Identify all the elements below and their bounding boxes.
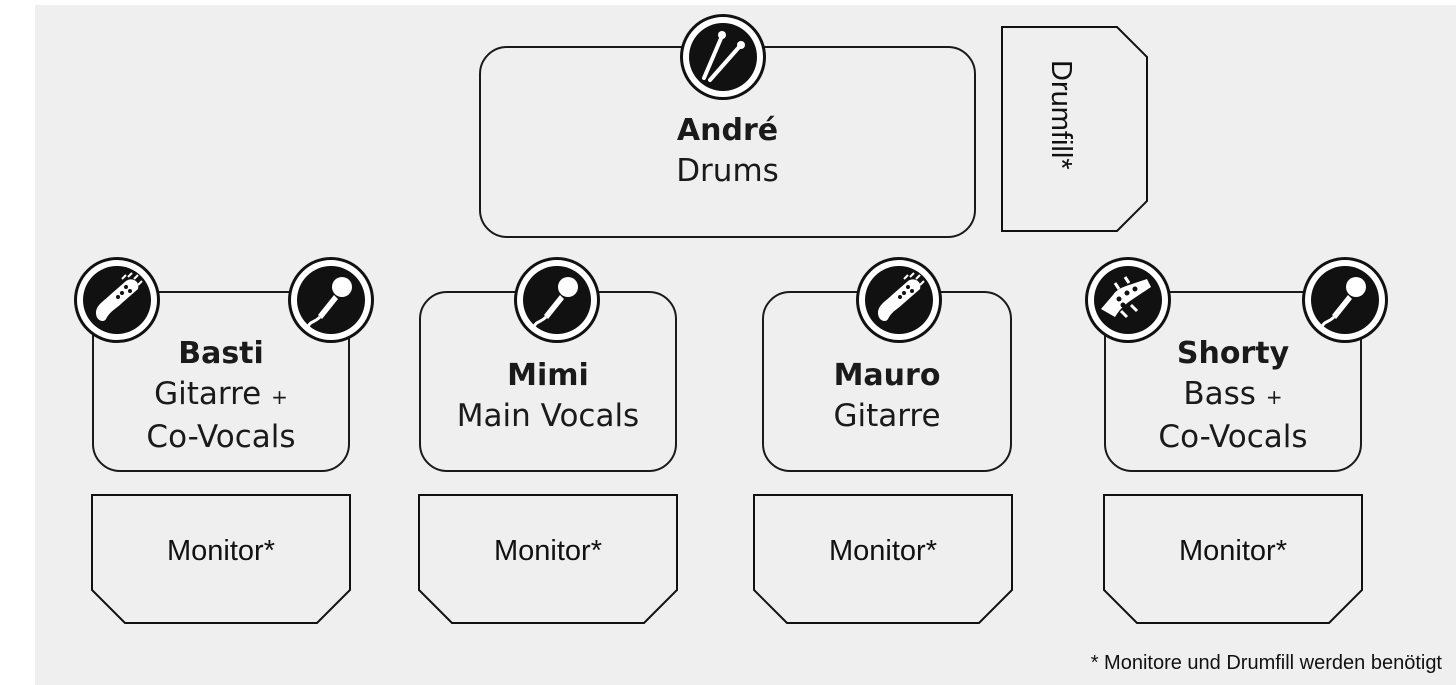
- drummer-role: Drums: [676, 153, 779, 189]
- monitor-label-basti: Monitor*: [167, 535, 275, 567]
- guitar-headstock-icon: [74, 257, 160, 343]
- musician-role-line2: Co-Vocals: [1158, 419, 1308, 455]
- role-line1: Gitarre: [154, 376, 262, 412]
- monitor-shape-basti: [91, 494, 351, 624]
- drummer-name: André: [676, 113, 779, 148]
- musician-role-line2: Co-Vocals: [146, 419, 296, 455]
- musician-name: Mimi: [507, 357, 589, 393]
- monitor-label-shorty: Monitor*: [1179, 535, 1287, 567]
- microphone-icon: [514, 257, 600, 343]
- guitar-headstock-icon: [856, 257, 942, 343]
- bass-headstock-icon: [1085, 257, 1171, 343]
- monitor-shape-mimi: [418, 494, 678, 624]
- musician-name: Basti: [178, 336, 264, 371]
- monitor-shape-shorty: [1103, 494, 1363, 624]
- monitor-label-mimi: Monitor*: [494, 535, 602, 567]
- footnote: * Monitore und Drumfill werden benötigt: [1090, 652, 1442, 674]
- drumfill-shape: [1001, 26, 1148, 232]
- plus-sign: +: [1265, 385, 1283, 409]
- musician-role: Bass +: [1183, 374, 1282, 417]
- musician-role: Gitarre +: [154, 374, 288, 417]
- monitor-label-mauro: Monitor*: [829, 535, 937, 567]
- musician-name: Mauro: [833, 357, 941, 393]
- drumfill-label: Drumfill*: [1045, 60, 1077, 170]
- drumsticks-icon: [680, 14, 766, 100]
- microphone-icon: [288, 257, 374, 343]
- monitor-shape-mauro: [753, 494, 1013, 624]
- musician-role: Main Vocals: [456, 397, 640, 434]
- role-line1: Bass: [1183, 376, 1256, 412]
- musician-name: Shorty: [1176, 336, 1290, 371]
- microphone-icon: [1302, 257, 1388, 343]
- musician-role: Gitarre: [833, 397, 941, 434]
- plus-sign: +: [271, 385, 288, 409]
